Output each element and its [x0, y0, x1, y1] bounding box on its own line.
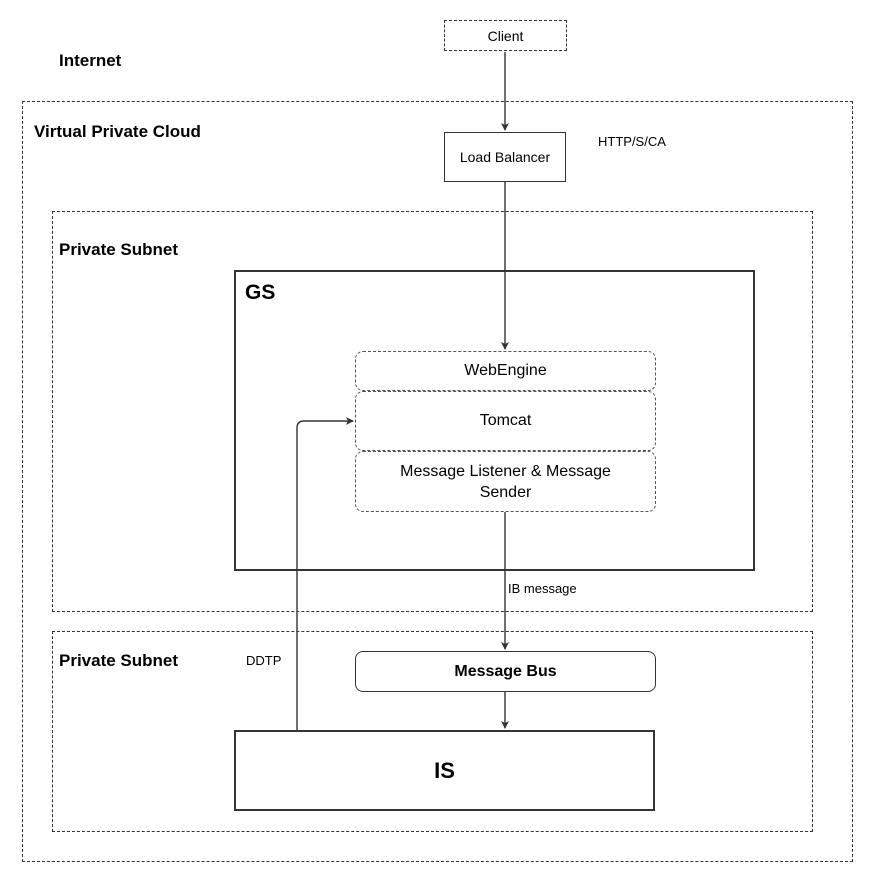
tomcat-node: Tomcat [355, 391, 656, 451]
ib-message-edge-label: IB message [508, 581, 577, 596]
internet-label: Internet [59, 51, 122, 70]
message-bus-node: Message Bus [355, 651, 656, 692]
load-balancer-label: Load Balancer [459, 149, 551, 165]
is-box: IS [234, 730, 655, 811]
message-listener-node: Message Listener & Message Sender [355, 451, 656, 512]
ddtp-edge-label: DDTP [246, 653, 282, 668]
message-bus-label: Message Bus [454, 662, 557, 680]
client-label: Client [487, 27, 524, 44]
private-subnet-2-label: Private Subnet [59, 651, 179, 670]
http-edge-label: HTTP/S/CA [598, 134, 666, 149]
web-engine-label: WebEngine [464, 362, 547, 379]
web-engine-node: WebEngine [355, 351, 656, 391]
client-node: Client [444, 20, 567, 51]
private-subnet-1 [52, 211, 813, 612]
tomcat-label: Tomcat [479, 412, 532, 429]
is-label: IS [434, 757, 455, 783]
gs-label: GS [245, 281, 276, 304]
vpc-container [22, 101, 853, 862]
load-balancer-node: Load Balancer [444, 132, 566, 182]
message-listener-label: Message Listener & Message Sender [400, 462, 611, 501]
private-subnet-1-label: Private Subnet [59, 240, 179, 259]
private-subnet-2 [52, 631, 813, 832]
vpc-label: Virtual Private Cloud [34, 122, 201, 141]
